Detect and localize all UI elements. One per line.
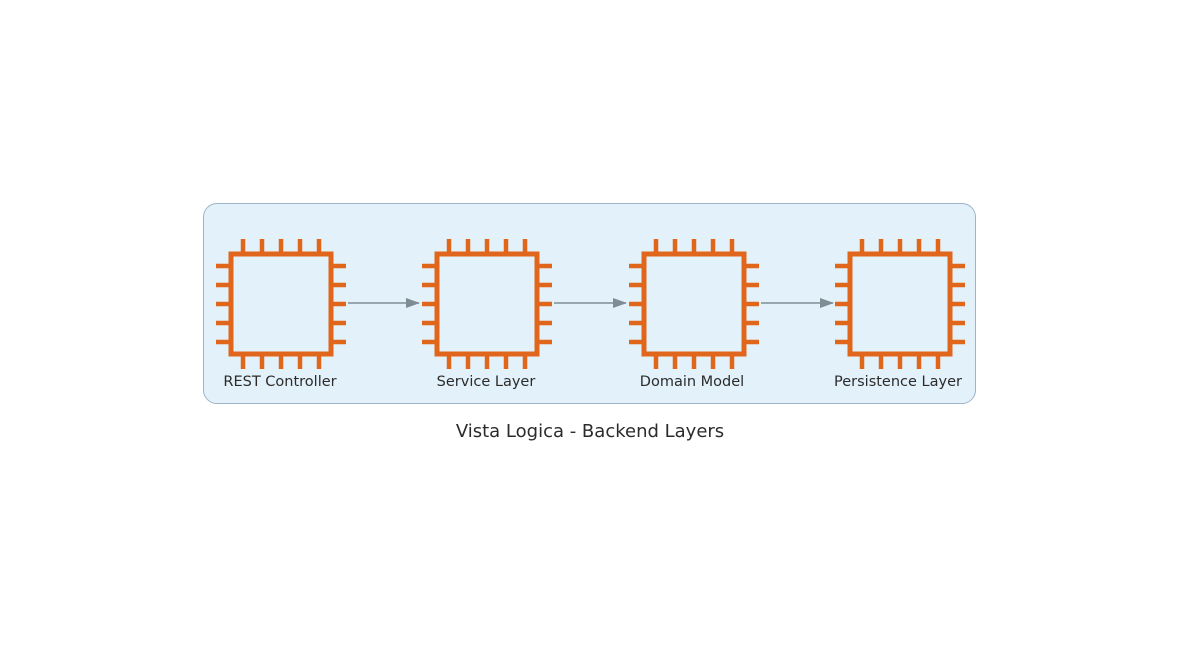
node-domain-model <box>627 237 761 371</box>
node-label-service-layer: Service Layer <box>436 374 536 390</box>
node-service-layer <box>420 237 554 371</box>
node-persistence-layer <box>833 237 967 371</box>
diagram-title: Vista Logica - Backend Layers <box>455 421 725 442</box>
chip-icon <box>833 237 967 371</box>
chip-icon <box>627 237 761 371</box>
node-rest-controller <box>214 237 348 371</box>
chip-icon <box>214 237 348 371</box>
node-label-domain-model: Domain Model <box>639 374 745 390</box>
chip-icon <box>420 237 554 371</box>
node-label-persistence-layer: Persistence Layer <box>834 374 962 390</box>
node-label-rest-controller: REST Controller <box>223 374 337 390</box>
